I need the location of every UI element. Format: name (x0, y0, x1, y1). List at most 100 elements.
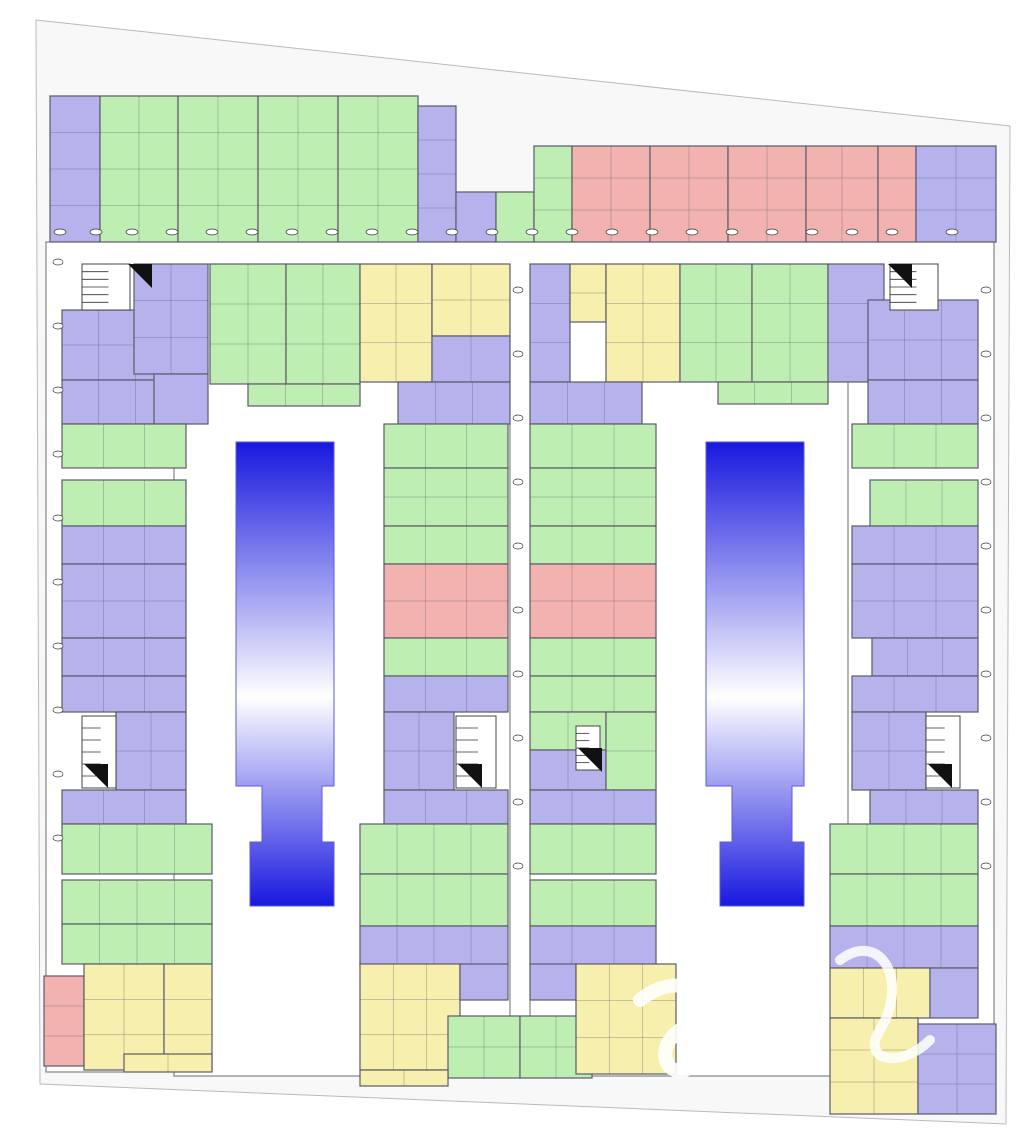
unit-red (805, 145, 879, 243)
unit-green (829, 873, 979, 927)
unit-outline (383, 423, 509, 469)
door-marker (605, 228, 619, 236)
unit-outline (529, 789, 657, 825)
pool-left (235, 441, 335, 907)
unit-purple (871, 637, 979, 677)
unit-green (383, 637, 509, 677)
door-marker (980, 478, 992, 486)
unit-outline (851, 525, 979, 565)
door-marker (53, 228, 67, 236)
unit-purple (529, 263, 571, 383)
stair-core-right (925, 715, 961, 789)
door-marker (980, 862, 992, 870)
elevator-shaft (84, 764, 108, 788)
door-marker (980, 414, 992, 422)
unit-outline (851, 675, 979, 713)
unit-green (359, 823, 509, 875)
unit-purple (431, 335, 511, 383)
unit-green (99, 95, 179, 243)
unit-outline (529, 423, 657, 469)
unit-outline (397, 381, 511, 425)
unit-green (529, 879, 657, 927)
elevator-shaft (128, 264, 152, 288)
door-marker (512, 350, 524, 358)
unit-outline (61, 479, 187, 527)
door-marker (125, 228, 139, 236)
unit-purple (867, 379, 979, 425)
unit-purple (851, 711, 927, 791)
stair-core-center-right (575, 725, 602, 772)
unit-purple (929, 967, 979, 1019)
unit-green (529, 823, 657, 875)
unit-green (61, 879, 213, 925)
unit-green (257, 95, 339, 243)
unit-outline (929, 967, 979, 1019)
unit-green (679, 263, 753, 383)
unit-outline (529, 963, 577, 1001)
unit-purple (529, 381, 643, 425)
unit-green (61, 423, 187, 469)
unit-yellow (605, 263, 681, 383)
unit-outline (877, 145, 917, 243)
unit-outline (851, 423, 979, 469)
unit-outline (61, 423, 187, 469)
unit-purple (383, 675, 509, 713)
unit-outline (359, 963, 461, 1071)
unit-purple (529, 963, 577, 1001)
pool-right (705, 441, 805, 907)
unit-outline (529, 525, 657, 565)
door-marker (980, 734, 992, 742)
unit-outline (829, 967, 931, 1019)
unit-outline (43, 975, 85, 1067)
unit-green (359, 873, 509, 927)
door-marker (980, 350, 992, 358)
unit-yellow (359, 963, 461, 1071)
stair-core-top-right (888, 263, 939, 311)
unit-purple (867, 299, 979, 381)
door-marker (165, 228, 179, 236)
door-marker (52, 514, 64, 522)
unit-green (209, 263, 287, 385)
unit-outline (383, 675, 509, 713)
unit-purple (359, 925, 509, 967)
unit-purple (383, 711, 455, 791)
unit-red (571, 145, 651, 243)
unit-purple (49, 95, 101, 243)
door-marker (89, 228, 103, 236)
unit-green (529, 423, 657, 469)
unit-yellow (359, 263, 433, 383)
unit-outline (867, 379, 979, 425)
stair-core-center-left (455, 715, 497, 789)
unit-purple (397, 381, 511, 425)
door-marker (980, 286, 992, 294)
unit-purple (61, 675, 187, 713)
unit-red (383, 563, 509, 639)
unit-purple (61, 789, 187, 825)
unit-purple (417, 105, 457, 243)
unit-outline (383, 789, 509, 825)
door-marker (512, 478, 524, 486)
unit-green (829, 823, 979, 875)
unit-outline (529, 637, 657, 677)
unit-green (61, 823, 213, 875)
door-marker (765, 228, 779, 236)
door-marker (52, 386, 64, 394)
unit-green (247, 383, 361, 407)
door-marker (945, 228, 959, 236)
unit-yellow (163, 963, 213, 1071)
unit-purple (529, 925, 657, 967)
door-marker (52, 642, 64, 650)
door-marker (980, 606, 992, 614)
unit-outline (163, 963, 213, 1071)
door-marker (52, 706, 64, 714)
sketch-stroke (633, 978, 722, 1078)
unit-outline (383, 525, 509, 565)
unit-green (337, 95, 419, 243)
unit-purple (529, 789, 657, 825)
unit-purple (61, 525, 187, 565)
unit-yellow (569, 263, 607, 323)
unit-purple (153, 373, 209, 425)
unit-red (649, 145, 729, 243)
door-marker (525, 228, 539, 236)
